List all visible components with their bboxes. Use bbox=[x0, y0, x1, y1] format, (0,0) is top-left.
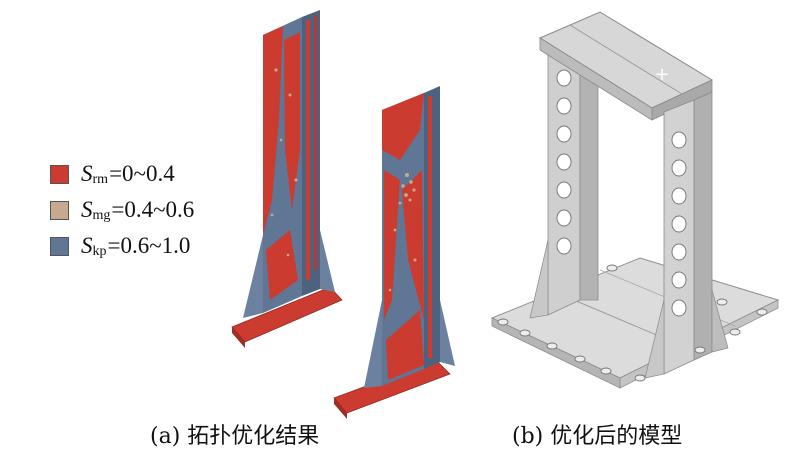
caption-topology-result: (a) 拓扑优化结果 bbox=[150, 424, 320, 449]
topology-column-left bbox=[231, 10, 343, 348]
legend-swatch-rm bbox=[50, 164, 69, 184]
caption-optimized-model: (b) 优化后的模型 bbox=[512, 424, 683, 449]
legend-range: =0.6~1.0 bbox=[107, 233, 191, 258]
legend-symbol: S bbox=[81, 161, 93, 186]
legend-symbol: S bbox=[81, 197, 93, 222]
topology-column-right bbox=[333, 86, 455, 419]
crosshair-mark: + bbox=[654, 64, 669, 85]
optimized-frame-model: + bbox=[490, 11, 780, 389]
legend-range: =0~0.4 bbox=[109, 161, 175, 186]
legend-subscript: rm bbox=[92, 172, 109, 187]
legend-subscript: kp bbox=[92, 244, 107, 259]
legend-swatch-kp bbox=[50, 236, 69, 256]
legend-symbol: S bbox=[81, 233, 93, 258]
legend-subscript: mg bbox=[92, 208, 111, 223]
legend-swatch-mg bbox=[50, 200, 69, 220]
legend-range: =0.4~0.6 bbox=[111, 197, 195, 222]
